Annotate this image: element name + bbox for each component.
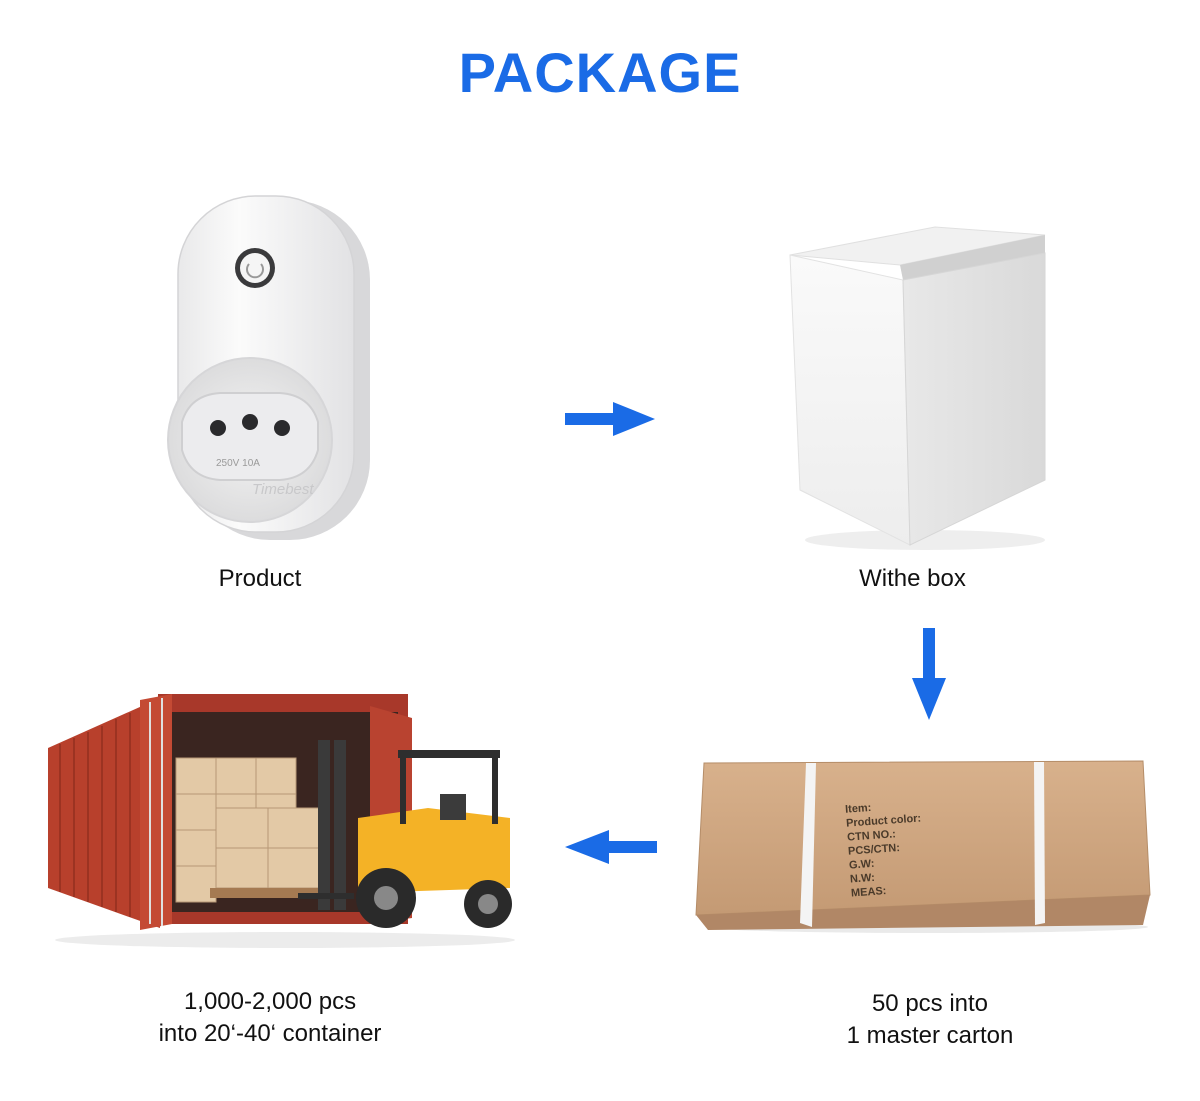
svg-text:Timebest: Timebest: [252, 481, 314, 498]
master-carton-image: [688, 755, 1158, 935]
smart-plug-image: 250V 10A Timebest: [150, 190, 390, 550]
arrow-right-icon: [565, 402, 655, 441]
caption-white-box: Withe box: [859, 565, 966, 592]
arrow-left-icon: [565, 830, 657, 869]
carton-label: Item: Product color: CTN NO.: PCS/CTN: G…: [845, 797, 927, 900]
caption-line: 50 pcs into: [871, 990, 989, 1017]
caption-container: 1,000-2,000 pcs into 20‘-40‘ container: [130, 986, 410, 1050]
caption-product: Product: [218, 565, 302, 592]
caption-line: 1 master carton: [846, 1022, 1014, 1049]
caption-line: 1,000-2,000 pcs: [183, 988, 357, 1015]
shipping-container-forklift-image: [40, 688, 530, 950]
caption-master-carton: 50 pcs into 1 master carton: [800, 988, 1060, 1052]
white-box-image: [775, 225, 1055, 555]
page-title: PACKAGE: [458, 41, 742, 104]
arrow-down-icon: [912, 628, 946, 725]
rating-text: 250V 10A: [216, 458, 260, 469]
caption-line: into 20‘-40‘ container: [158, 1020, 382, 1047]
